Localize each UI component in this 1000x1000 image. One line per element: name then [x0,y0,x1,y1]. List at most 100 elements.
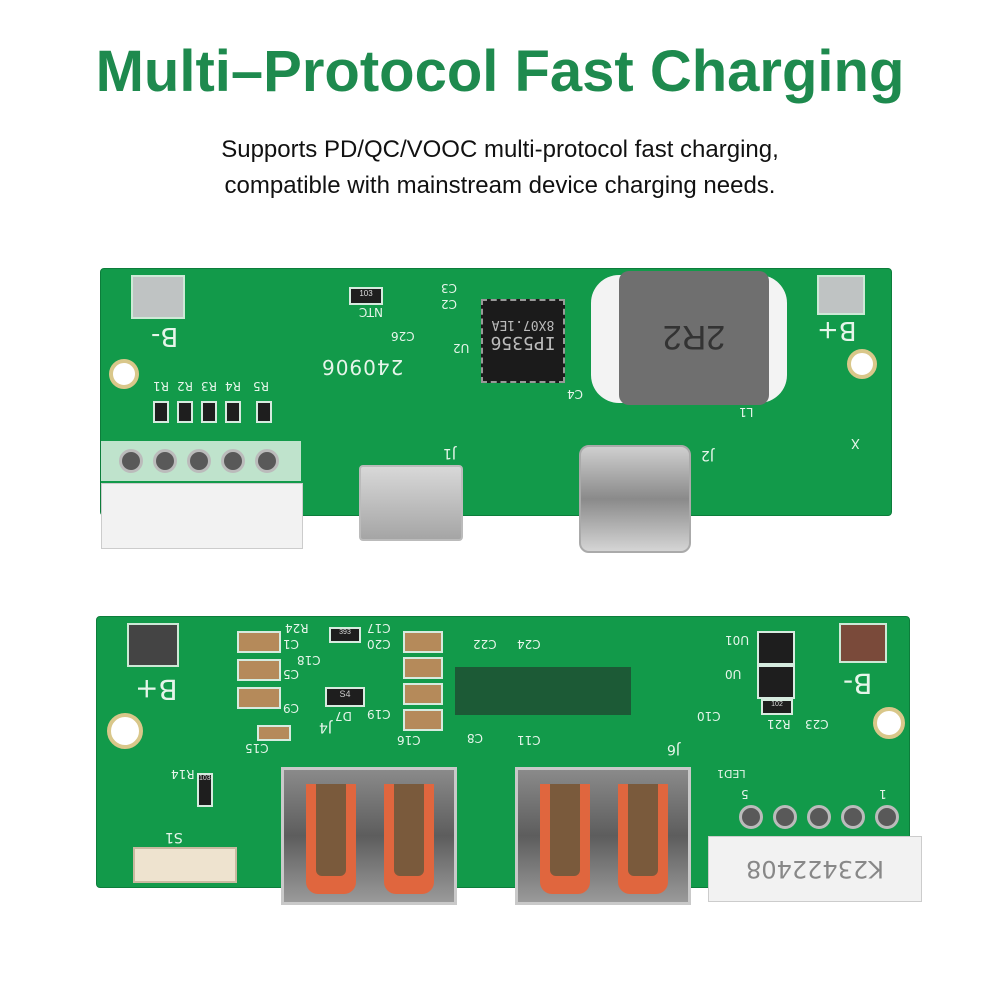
d7-diode: S4 [325,687,365,707]
usb-a-port-j4 [281,767,457,905]
led-pin [739,805,763,829]
usb-a-contact [618,784,668,894]
u01-chip [757,631,795,665]
u2-label: U2 [453,341,470,355]
header-pin [255,449,279,473]
s1-label: S1 [165,829,183,845]
usb-a-contact [384,784,434,894]
c5-label: C5 [283,667,300,681]
bottom-pcb-board: B+ C1 C5 C9 R24 393 S4 D7 C15 C16 C17 C1… [96,616,910,905]
date-code: 240906 [321,355,404,379]
r1-label: R1 [153,379,169,393]
b-minus-label: B- [843,667,873,700]
top-pcb-board: B- R1 R2 R3 R4 R5 103 NTC C3 C2 C26 2409… [100,268,892,553]
j6-label: J6 [667,741,681,757]
r5-label: R5 [253,379,269,393]
usb-a-contact [306,784,356,894]
usb-c-port [579,445,691,553]
header-pin [153,449,177,473]
header-pin [221,449,245,473]
cap [403,631,443,653]
b-plus-pad [817,275,865,315]
cap [237,659,281,681]
c11-label: C11 [517,733,541,747]
l1-label: L1 [739,405,754,419]
r21-resistor: 102 [761,699,793,715]
r24-label: R24 [285,621,309,635]
led-pin [875,805,899,829]
led-display-header [101,441,301,481]
j1-label: J1 [443,445,457,461]
inductor-label: 2R2 [662,318,726,356]
inductor-2r2: 2R2 [619,271,769,405]
chip-name: IP5356 [490,332,556,353]
led1-label: LED1 [717,767,746,780]
led-pin-1-label: 1 [879,787,887,801]
ntc-thermistor: 103 [349,287,383,305]
usb-a-contact [540,784,590,894]
led-pin [807,805,831,829]
resistor [256,401,272,423]
b-minus-pad [839,623,887,663]
cap [403,683,443,705]
d7-label: D7 [335,709,352,723]
resistor [201,401,217,423]
u0-chip [757,665,795,699]
header-pin [187,449,211,473]
c22-label: C22 [473,637,497,651]
r4-label: R4 [225,379,241,393]
b-plus-label: B+ [135,673,178,706]
c3-label: C3 [441,281,458,295]
page-title: Multi–Protocol Fast Charging [95,39,905,104]
c9-label: C9 [283,701,300,715]
cap [237,687,281,709]
r3-label: R3 [201,379,217,393]
subtitle: Supports PD/QC/VOOC multi-protocol fast … [0,132,1000,204]
r14-label: R14 [171,767,195,781]
r21-label: R21 [767,717,791,731]
led-code: K23422408 [746,855,884,883]
slide-switch-s1 [133,847,237,883]
c18-label: C18 [297,653,321,667]
chip-code: 8X07.1EA [491,317,555,332]
led-display-block: K23422408 [708,836,922,902]
led-pin-5-label: 5 [741,787,749,801]
resistor [225,401,241,423]
ntc-label: NTC [359,305,383,319]
c15-label: C15 [245,741,269,755]
c23-label: C23 [805,717,829,731]
usb-a-port-j6 [515,767,691,905]
micro-usb-port [359,465,463,541]
cap [403,709,443,731]
resistor [153,401,169,423]
c26-label: C26 [391,329,415,343]
b-minus-label: B- [151,321,179,351]
c17-label: C17 [367,621,391,635]
c1-label: C1 [283,637,300,651]
led-pin [773,805,797,829]
b-minus-pad [131,275,185,319]
mount-hole [847,349,877,379]
mount-hole [873,707,905,739]
led-pin [841,805,865,829]
cap [257,725,291,741]
c8-label: C8 [467,731,484,745]
resistor [177,401,193,423]
header-pin [119,449,143,473]
b-plus-pad [127,623,179,667]
c4-label: C4 [567,387,584,401]
u01-label: U01 [725,633,750,647]
c24-label: C24 [517,637,541,651]
c16-label: C16 [397,733,421,747]
c2-label: C2 [441,297,458,311]
j2-label: J2 [701,447,715,463]
r14-resistor: 103 [197,773,213,807]
u0-label: U0 [725,667,742,681]
cap [237,631,281,653]
b-plus-label: B+ [817,315,857,345]
mount-hole [107,713,143,749]
subtitle-line-2: compatible with mainstream device chargi… [224,172,776,199]
subtitle-line-1: Supports PD/QC/VOOC multi-protocol fast … [221,136,779,163]
x-label: X [851,435,860,450]
ic-shadow-area [455,667,631,715]
